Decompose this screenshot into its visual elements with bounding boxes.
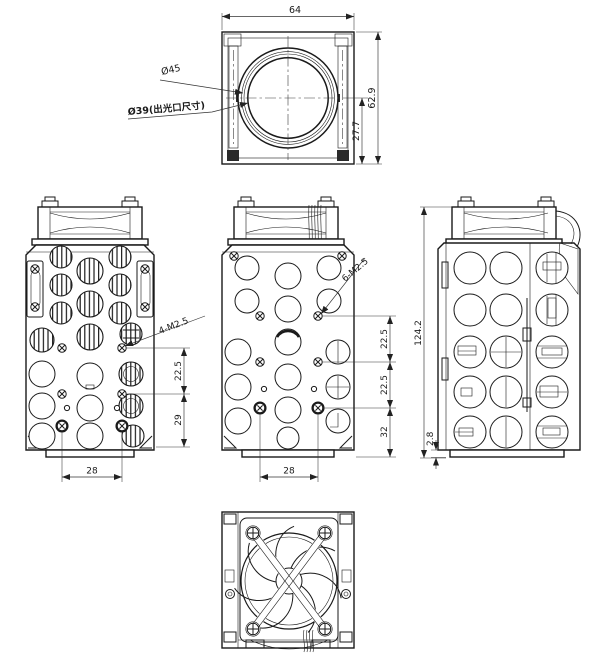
dim-top-width: 64 [289,5,301,16]
back-mount-screws [253,311,325,415]
front-vent-holes [29,245,145,448]
bottom-cable [303,629,314,653]
front-fan [31,196,149,246]
front-base-plate [45,449,135,458]
front-side-rails [26,260,154,318]
dim-back-h: 28 [283,467,295,477]
dim-back-v1: 22.5 [380,329,390,349]
side-fan [445,196,563,246]
label-front-threads: 4-M2.5 [157,316,190,336]
dim-top-height: 62.9 [367,87,378,108]
side-view: 124.2 2.8 [414,196,581,469]
bottom-rail-details [223,513,353,643]
label-aperture: Ø39(出光口尺寸) [127,99,205,118]
dim-center-offset: 27.7 [352,121,362,141]
bottom-view [221,511,355,653]
back-base-plate [241,449,335,458]
back-view: 6-M2.5 22.5 22.5 32 28 [221,196,396,482]
label-lens-od: Ø45 [160,63,182,78]
dim-front-h: 28 [86,467,98,477]
fan-cable [555,210,581,248]
side-base-plate [449,449,565,458]
dim-back-v3: 32 [380,426,390,437]
front-view: 4-M2.5 22.5 29 28 [25,196,206,482]
side-holes [453,251,569,449]
bottom-edge-details [238,629,338,653]
dim-back-v2: 22.5 [380,375,390,395]
top-view: 64 62.9 27.7 Ø45 Ø39(出光口尺寸) [127,5,382,165]
dim-base-thickness: 2.8 [426,431,436,446]
fan-guard-struts [249,530,329,632]
front-plain-holes [28,360,104,450]
front-mount-screws [55,343,129,433]
back-fan [227,196,345,247]
dim-side-height: 124.2 [414,320,424,346]
dim-front-v1: 22.5 [174,361,184,381]
fan-frame [239,517,339,643]
back-holes [224,251,351,450]
dim-front-v2: 29 [174,414,184,426]
